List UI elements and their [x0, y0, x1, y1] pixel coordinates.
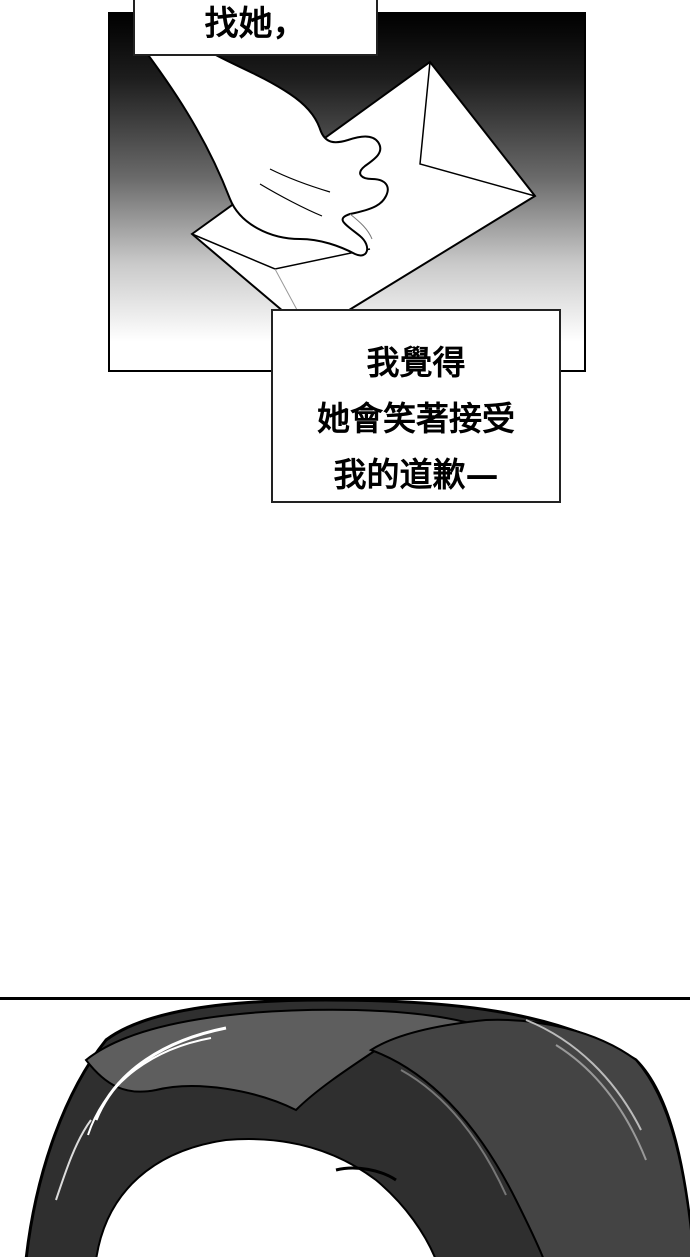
portrait-panel [0, 997, 690, 1257]
hand-holding-envelope-illustration [137, 42, 537, 336]
narration-caption-bottom: 我覺得 她會笑著接受 我的道歉— [271, 309, 561, 503]
hand-icon [137, 42, 389, 257]
narration-caption-top: 找她， [133, 0, 378, 56]
hair-icon [24, 1000, 690, 1257]
